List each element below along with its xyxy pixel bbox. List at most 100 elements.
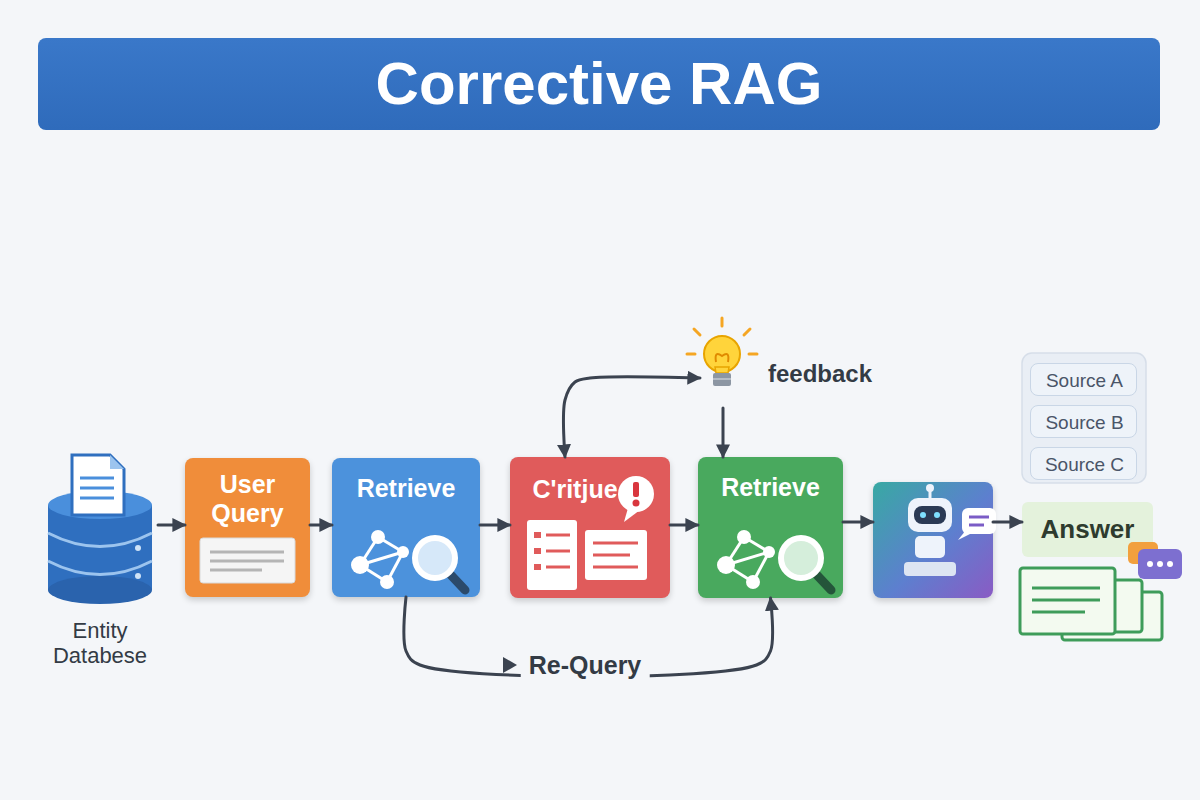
answer-box: Answer	[1022, 502, 1153, 557]
process-box: Retrieve	[698, 457, 843, 598]
network-search-icon	[753, 552, 769, 582]
document-icon	[80, 497, 114, 500]
connector-arrow	[670, 524, 698, 527]
robot-icon	[929, 490, 932, 499]
alert-bubble	[624, 508, 640, 522]
lightbulb-icon	[713, 373, 731, 386]
chat-bubble	[1167, 561, 1173, 567]
robot-icon	[969, 516, 989, 519]
network-search-icon	[781, 538, 821, 578]
input-panel	[200, 538, 295, 583]
lightbulb-icon	[687, 318, 757, 386]
database-icon	[135, 545, 141, 551]
critique-documents	[593, 554, 630, 557]
connector-arrow	[563, 377, 700, 457]
network-search-icon	[717, 556, 735, 574]
document-icon	[80, 477, 114, 480]
network-search-icon	[351, 530, 465, 590]
source-pill: Source B	[1030, 405, 1137, 438]
network-search-icon	[746, 575, 760, 589]
network-search-icon	[726, 537, 744, 565]
network-search-icon	[815, 573, 831, 590]
input-panel	[210, 551, 284, 554]
network-search-icon	[726, 552, 769, 565]
answer-documents	[1042, 580, 1142, 632]
database-icon	[48, 491, 152, 604]
network-search-icon	[449, 573, 465, 590]
source-panel	[1022, 353, 1146, 483]
database-icon	[135, 573, 141, 579]
lightbulb-icon	[744, 329, 750, 335]
robot-icon	[962, 508, 996, 534]
llm-box	[873, 482, 993, 598]
answer-documents	[1020, 568, 1115, 634]
node-label: C'ritjue	[518, 475, 632, 504]
document-icon	[110, 455, 124, 469]
connector-arrow	[310, 524, 332, 527]
document-icon	[72, 455, 124, 515]
robot-icon	[926, 484, 934, 492]
robot-icon	[934, 512, 940, 518]
robot-icon	[914, 506, 946, 524]
input-panel	[210, 560, 284, 563]
robot-icon	[920, 512, 926, 518]
database-node: Entity Databese	[42, 452, 158, 602]
chat-bubble	[1138, 549, 1182, 579]
lightbulb-icon	[687, 353, 695, 356]
critique-documents	[546, 566, 570, 569]
chat-bubble	[1157, 561, 1163, 567]
connector-arrow	[843, 521, 873, 524]
alert-bubble	[618, 476, 654, 522]
database-icon	[48, 576, 152, 604]
network-search-icon	[763, 546, 775, 558]
network-search-icon	[726, 565, 753, 582]
lightbulb-icon	[715, 367, 729, 373]
connector-arrow	[480, 524, 510, 527]
chat-bubble	[1147, 561, 1153, 567]
robot-icon	[958, 530, 974, 540]
alert-bubble	[618, 476, 654, 512]
arrowhead	[503, 657, 517, 673]
connector-arrow	[993, 521, 1022, 524]
network-search-icon	[351, 556, 369, 574]
node-label: Answer	[1022, 515, 1153, 545]
connector-arrow	[722, 408, 725, 457]
database-icon	[48, 561, 152, 575]
document-icon	[72, 455, 124, 515]
critique-documents	[527, 520, 577, 590]
critique-documents	[546, 534, 570, 537]
source-pill: Source A	[1030, 363, 1137, 396]
node-label: feedback	[768, 360, 908, 388]
lightbulb-icon	[704, 336, 740, 372]
source-pill: Source C	[1030, 447, 1137, 480]
critique-documents	[593, 566, 638, 569]
critique-documents	[585, 530, 647, 580]
lightbulb-icon	[721, 318, 724, 326]
critique-documents	[534, 532, 541, 538]
network-search-icon	[397, 546, 409, 558]
database-icon	[48, 505, 152, 590]
network-search-icon	[360, 552, 403, 565]
robot-icon	[969, 524, 984, 527]
robot-icon	[904, 484, 996, 576]
lightbulb-icon	[694, 329, 700, 335]
robot-icon	[908, 498, 952, 532]
alert-bubble	[633, 500, 640, 507]
alert-bubble	[633, 482, 639, 497]
lightbulb-icon	[713, 378, 731, 380]
critique-documents	[593, 542, 638, 545]
node-label: Source A	[1031, 370, 1138, 392]
answer-documents	[1032, 587, 1100, 590]
node-label: Source B	[1031, 412, 1138, 434]
process-box: C'ritjue	[510, 457, 670, 598]
network-search-icon	[744, 537, 769, 552]
lightbulb-icon	[749, 353, 757, 356]
answer-documents	[1062, 592, 1162, 640]
critique-documents	[534, 564, 541, 570]
input-panel	[210, 569, 262, 572]
answer-documents	[1032, 599, 1100, 602]
